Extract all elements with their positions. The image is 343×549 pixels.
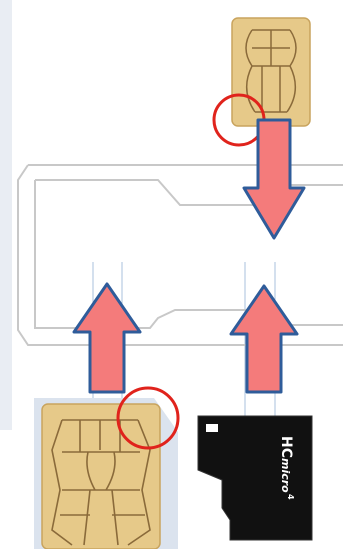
arrow-down-icon [242, 118, 306, 240]
microsd-brand-label: HC [278, 436, 294, 458]
arrow-up-left-icon [72, 282, 142, 394]
left-background-strip [0, 0, 12, 430]
arrow-up-right-icon [229, 284, 299, 394]
micro-sim-card [34, 398, 178, 549]
microsd-card: HC micro 4 [197, 415, 313, 541]
microsd-class-label: 4 [286, 494, 295, 500]
microsd-logo-label: micro [279, 458, 292, 493]
highlight-circle-bottom [116, 386, 180, 450]
nano-sim-card [231, 17, 311, 127]
